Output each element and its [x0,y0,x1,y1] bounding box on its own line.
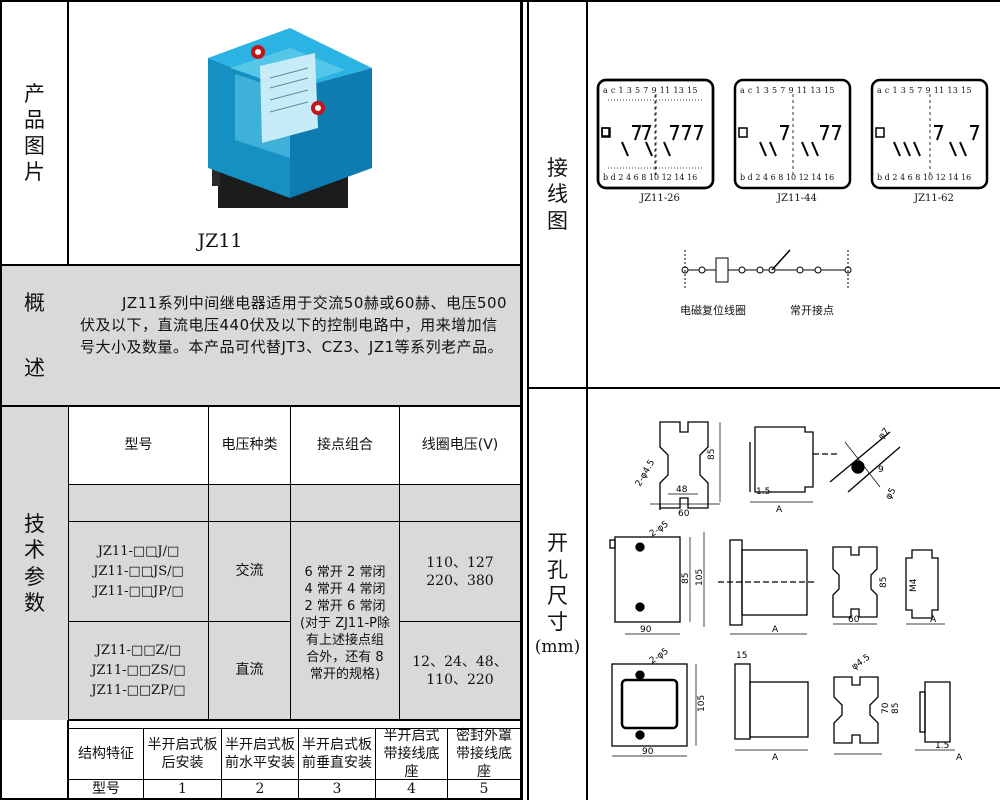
dim-15: 15 [736,651,747,661]
structure-number-2: 2 [255,780,265,797]
structure-item-1: 半开启式板后安装 [147,736,218,771]
ac-models: JZ11-□□J/□JZ11-□□JS/□JZ11-□□JP/□ [93,543,184,599]
cutout-label: 开孔尺寸 (mm) [534,531,581,658]
diagram-caption-44: JZ11-44 [777,192,817,204]
diagram-caption-26: JZ11-26 [640,192,680,204]
dc-models: JZ11-□□Z/□JZ11-□□ZS/□JZ11-□□ZP/□ [91,642,186,698]
dim-m4: M4 [909,578,919,592]
dim-85-1: 85 [707,449,717,460]
structure-item-4: 半开启式带接线底座 [383,727,440,781]
header-voltage-type: 电压种类 [221,437,278,454]
structure-number-1: 1 [178,780,187,797]
terminal-bottom-3: b d 2 4 6 8 10 12 14 16 [877,173,972,182]
dim-60-3: 60 [848,615,860,625]
header-contact-combo: 接点组合 [317,437,373,454]
structure-item-2: 半开启式板前水平安装 [225,736,295,771]
wiring-diagram-boxes [596,78,989,290]
product-photo-label: 产品图片 [24,81,45,185]
dim-1-5-b: 1.5 [935,741,949,751]
wiring-diagram-label: 接线图 [547,156,568,233]
overview-text: JZ11系列中间继电器适用于交流50赫或60赫、电压500伏及以下，直流电压44… [80,294,508,356]
product-name: JZ11 [197,229,243,252]
dim-a-1: A [776,505,783,515]
dim-9: 9 [878,465,884,475]
dim-48: 48 [676,485,688,495]
terminal-bottom-1: b d 2 4 6 8 10 12 14 16 [603,173,698,182]
dim-phi5: φ5 [884,486,898,501]
dim-1-5: 1.5 [756,487,770,497]
structure-number-4: 4 [407,780,416,797]
header-model: 型号 [124,437,153,454]
dim-hole-4: φ4.5 [850,653,872,673]
dim-a-4: A [772,753,779,763]
dim-85-4: 85 [891,703,901,714]
dim-a-5: A [956,753,963,763]
dim-105-3: 105 [697,695,707,712]
dim-85-2: 85 [681,573,691,584]
structure-number-3: 3 [332,780,342,797]
structure-model-label: 型号 [92,780,120,797]
terminal-top-2: a c 1 3 5 7 9 11 13 15 [740,86,835,95]
dim-a-3: A [930,615,937,625]
dim-105-2: 105 [695,569,705,586]
dc-voltage-type: 直流 [235,662,264,679]
structure-number-5: 5 [479,780,489,797]
terminal-top-3: a c 1 3 5 7 9 11 13 15 [877,86,972,95]
overview-label: 概述 [24,291,45,380]
relay-product-image [208,28,372,208]
terminal-bottom-2: b d 2 4 6 8 10 12 14 16 [740,173,835,182]
terminal-top-1: a c 1 3 5 7 9 11 13 15 [603,86,698,95]
structure-item-3: 半开启式板前垂直安装 [302,736,372,771]
structure-label: 结构特征 [78,745,134,762]
dim-85-3: 85 [879,577,889,588]
dim-hole-1: 2-φ4.5 [634,458,657,488]
dim-90-2: 90 [640,625,652,635]
dim-phi7: φ7 [877,427,892,442]
cutout-drawings: 85 60 48 2-φ4.5 A 1.5 φ7 9 φ5 90 85 105 … [609,421,963,763]
dim-90-3: 90 [642,747,654,757]
diagram-caption-62: JZ11-62 [914,192,954,204]
ac-voltage-type: 交流 [235,563,264,580]
dc-coil-voltages: 12、24、48、110、220 [412,653,508,688]
dim-a-2: A [772,625,779,635]
specs-label: 技术参数 [24,512,45,615]
dim-60-1: 60 [678,509,690,519]
dim-70: 70 [881,702,891,714]
cutout-unit: (mm) [534,637,581,658]
legend-coil-label: 电磁复位线圈 [680,304,746,317]
header-coil-voltage: 线圈电压(V) [421,437,499,454]
structure-item-5: 密封外罩带接线底座 [456,727,512,781]
legend-contact-label: 常开接点 [790,304,834,317]
